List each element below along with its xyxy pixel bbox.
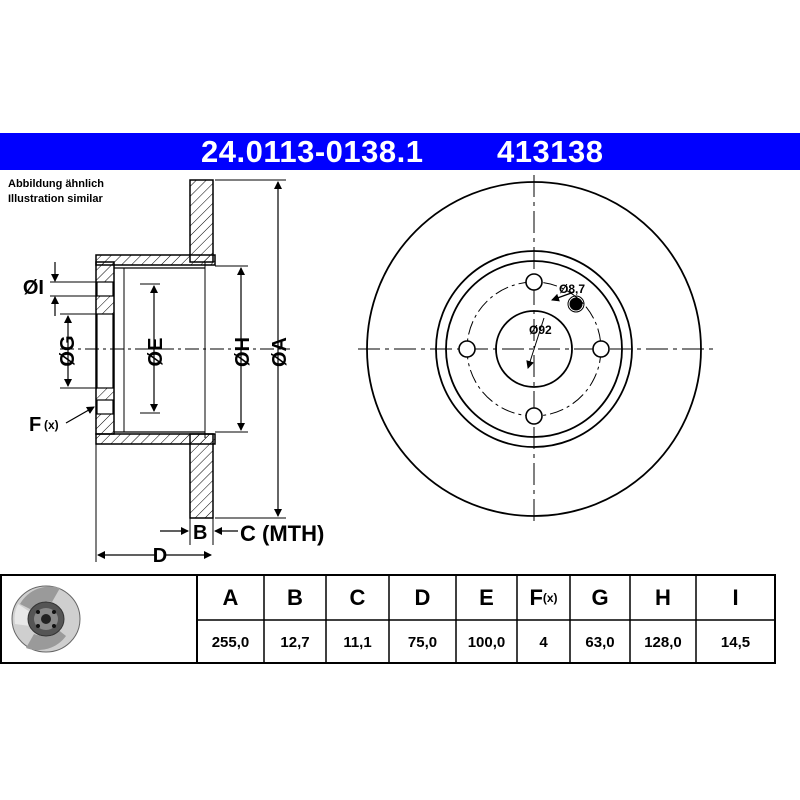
label-dia-g: ØG [57, 335, 79, 366]
table-grid [0, 574, 776, 664]
col-head-f-sub: (x) [542, 591, 558, 605]
label-pcd: Ø92 [529, 323, 552, 337]
col-head-a: A [222, 585, 239, 610]
hat-wall-bottom [95, 433, 216, 445]
article-number: 24.0113-0138.1 [201, 134, 424, 169]
bolt-hole-left [458, 340, 476, 358]
spec-table: A B C D E F(x) G H I 255,0 12,7 11,1 75,… [0, 574, 776, 664]
hat-outer-edge [435, 250, 633, 448]
label-bolt-hole-dia: Ø8,7 [559, 282, 585, 296]
side-section-view: ØI ØG ØE ØH ØA F (x) B C (M [23, 179, 324, 567]
col-value-c: 11,1 [343, 633, 372, 651]
col-head-b: B [287, 585, 303, 610]
label-dia-h: ØH [232, 337, 254, 367]
label-c-mth: C (MTH) [240, 521, 324, 546]
col-value-e: 100,0 [467, 633, 506, 651]
col-value-h: 128,0 [644, 633, 682, 651]
label-dia-a: ØA [269, 337, 291, 367]
col-head-e: E [479, 585, 494, 610]
col-head-d: D [414, 585, 431, 610]
flange-bolt-hole-top [96, 281, 114, 297]
bolt-hole-top [525, 273, 543, 291]
col-value-i: 14,5 [720, 633, 751, 651]
col-head-h: H [655, 585, 671, 610]
col-head-i: I [732, 585, 739, 610]
reference-number: 413138 [497, 134, 604, 169]
label-dia-i: ØI [23, 277, 44, 299]
centre-bore [96, 313, 114, 389]
col-value-g: 63,0 [585, 633, 615, 651]
label-f-sub: (x) [44, 418, 59, 432]
bolt-hole-right [592, 340, 610, 358]
col-value-b: 12,7 [280, 633, 310, 651]
col-head-f: F(x) [517, 576, 570, 620]
label-f: F [29, 414, 41, 436]
col-value-d: 75,0 [407, 633, 438, 651]
hat-inner-edge [445, 260, 623, 438]
header-bar [0, 133, 800, 170]
illustration-note: Abbildung ähnlich Illustration similar [8, 177, 104, 207]
col-head-c: C [349, 585, 366, 610]
label-d: D [153, 545, 167, 567]
col-head-g: G [591, 585, 609, 610]
note-line-de: Abbildung ähnlich [8, 178, 104, 190]
bolt-hole-bottom [525, 407, 543, 425]
col-value-a: 255,0 [211, 633, 250, 651]
label-dia-e: ØE [145, 338, 167, 367]
hat-wall-top [95, 254, 216, 266]
brake-disc-icon [11, 585, 81, 653]
rotor-ring-bottom [189, 433, 214, 519]
col-head-f-letter: F [529, 585, 543, 610]
col-value-f: 4 [539, 633, 548, 651]
rotor-ring-top [189, 179, 214, 263]
flange-bolt-hole-bottom [96, 399, 114, 415]
label-b: B [193, 522, 207, 544]
disc-outer-edge [366, 181, 702, 517]
centre-bore-front [495, 310, 573, 388]
locating-hole [569, 297, 583, 311]
note-line-en: Illustration similar [8, 193, 103, 205]
front-view: Ø8,7 Ø92 [358, 175, 716, 526]
